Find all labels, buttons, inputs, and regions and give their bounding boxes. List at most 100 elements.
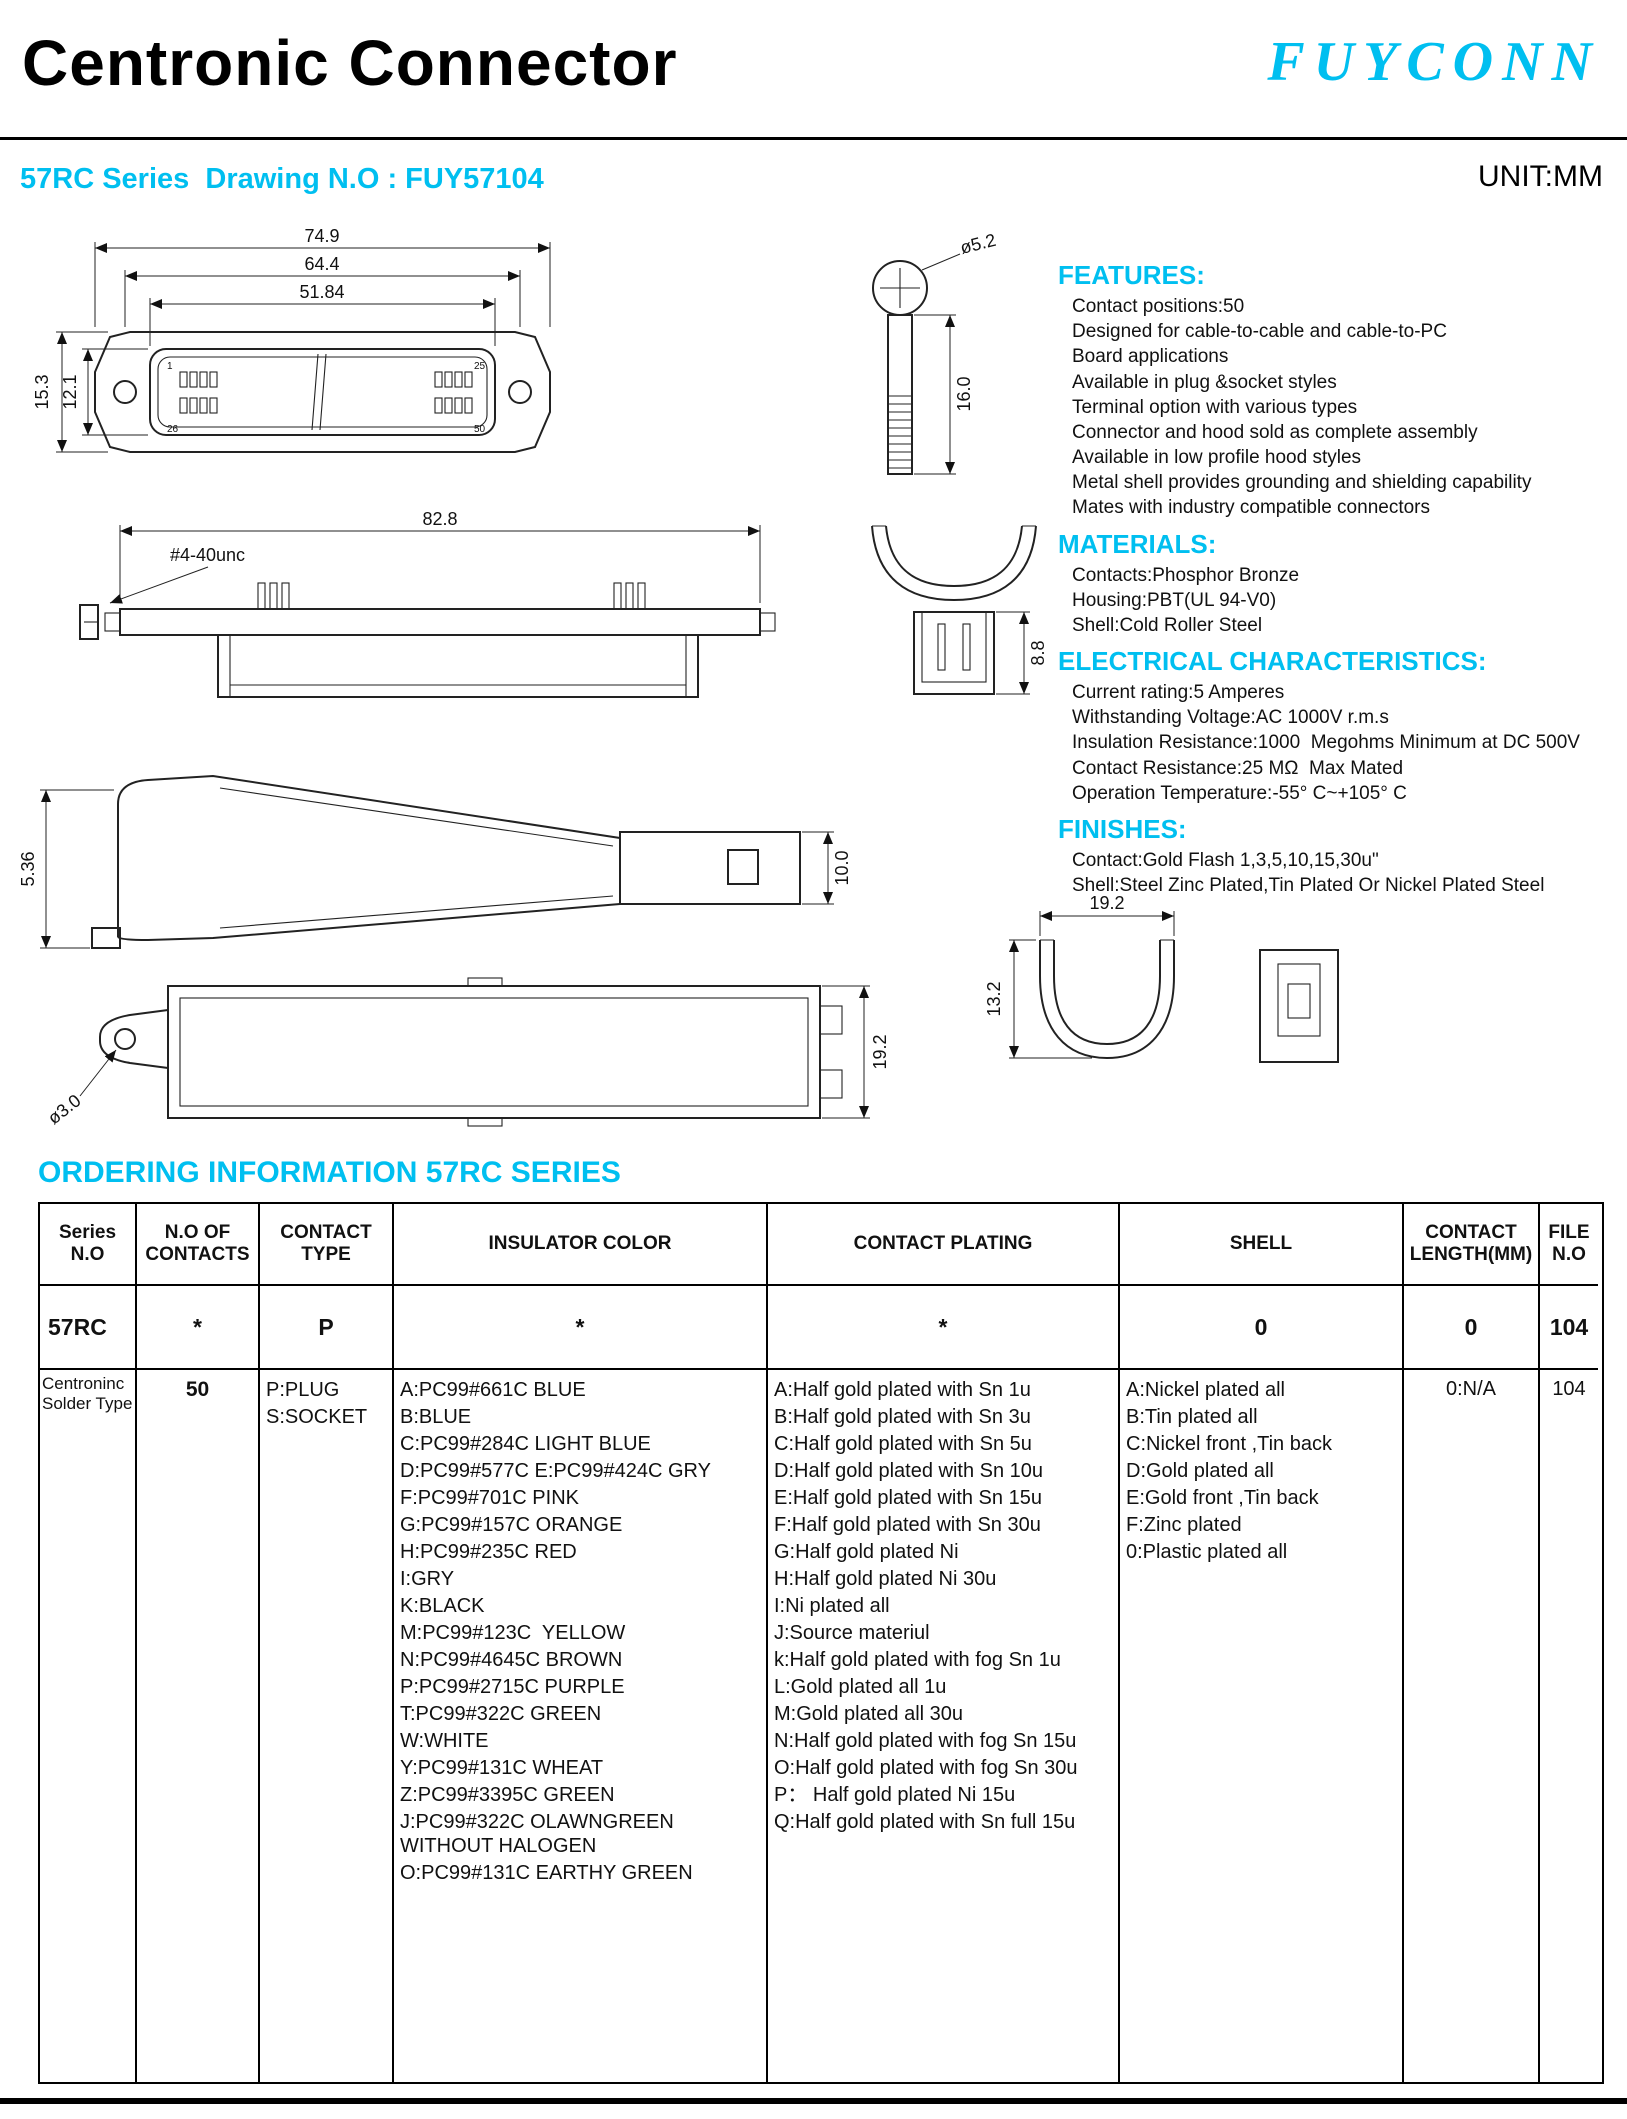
col-header-contact-length: CONTACT LENGTH(MM) <box>1404 1204 1540 1286</box>
list-line: W:WHITE <box>400 1730 489 1752</box>
brand-logo: FUYCONN <box>1267 31 1601 93</box>
list-line: A:Nickel plated all <box>1126 1379 1285 1401</box>
code-contact-length: 0 <box>1404 1286 1540 1370</box>
col-header-series: Series N.O <box>40 1204 137 1286</box>
list-line: E:Half gold plated with Sn 15u <box>774 1487 1042 1509</box>
detail-contact-length: 0:N/A <box>1404 1370 1540 2082</box>
dim-hole-diameter: ø3.0 <box>44 1049 117 1128</box>
cable-clamp <box>1039 940 1175 1060</box>
footer-divider <box>0 2098 1627 2104</box>
col-header-contact-plating: CONTACT PLATING <box>768 1204 1120 1286</box>
plug-body <box>217 634 699 698</box>
list-line: E:Gold front ,Tin back <box>1126 1487 1319 1509</box>
flange <box>119 608 761 636</box>
list-line: C:Half gold plated with Sn 5u <box>774 1433 1032 1455</box>
list-line: H:Half gold plated Ni 30u <box>774 1568 997 1590</box>
dimension-label: 51.84 <box>299 282 344 302</box>
list-line: Operation Temperature:-55° C~+105° C <box>1072 782 1407 804</box>
latch-part <box>1259 949 1339 1063</box>
code-contact-type: P <box>260 1286 394 1370</box>
header-divider <box>0 137 1627 140</box>
pin-number-26: 26 <box>167 424 179 435</box>
list-line: P： Half gold plated Ni 15u <box>774 1784 1016 1806</box>
dim-insert-width: 51.84 <box>149 282 496 346</box>
ordering-table: Series N.O N.O OF CONTACTS CONTACT TYPE … <box>38 1202 1604 2084</box>
table-header-row: Series N.O N.O OF CONTACTS CONTACT TYPE … <box>40 1204 1602 1286</box>
hood-side-outline <box>91 774 801 949</box>
dimension-label: 12.1 <box>60 374 80 409</box>
features-heading: FEATURES: <box>1058 260 1205 290</box>
dimension-label: 10.0 <box>832 850 852 885</box>
hood-end-view-drawing: 8.8 <box>871 525 1048 695</box>
hood-bottom-outline <box>99 977 843 1127</box>
list-line: Terminal option with various types <box>1072 396 1358 418</box>
detail-contact-type: P:PLUG S:SOCKET <box>260 1370 394 2082</box>
list-line: P:PLUG <box>266 1379 340 1401</box>
list-line: Contacts:Phosphor Bronze <box>1072 564 1300 586</box>
list-line: Withstanding Voltage:AC 1000V r.m.s <box>1072 707 1389 729</box>
pin-number-50: 50 <box>474 424 486 435</box>
code-contacts: * <box>137 1286 260 1370</box>
cable-clamp-outline <box>1039 939 1175 1060</box>
list-line: 0:Plastic plated all <box>1126 1541 1288 1563</box>
list-line: C:PC99#284C LIGHT BLUE <box>400 1433 651 1455</box>
dim-screw-diameter: ø5.2 <box>921 230 998 271</box>
dim-overall-length: 82.8 <box>119 509 761 603</box>
list-line: B:BLUE <box>400 1406 472 1428</box>
dim-clip-width: 19.2 <box>1039 893 1175 936</box>
list-line: Board applications <box>1072 346 1229 368</box>
list-line: D:Half gold plated with Sn 10u <box>774 1460 1044 1482</box>
list-line: M:PC99#123C YELLOW <box>400 1622 626 1644</box>
hood-body <box>167 985 821 1119</box>
dimension-label: 82.8 <box>422 509 457 529</box>
mounting-hole-right <box>508 380 532 404</box>
code-contact-plating: * <box>768 1286 1120 1370</box>
thread-callout: #4-40unc <box>109 545 245 604</box>
electrical-heading: ELECTRICAL CHARACTERISTICS: <box>1058 646 1487 677</box>
list-line: O:PC99#131C EARTHY GREEN <box>400 1862 693 1884</box>
list-line: Designed for cable-to-cable and cable-to… <box>1072 321 1447 343</box>
list-line: T:PC99#322C GREEN <box>400 1703 602 1725</box>
dim-overall-width: 74.9 <box>94 226 551 327</box>
dim-hood-width: 19.2 <box>822 985 890 1119</box>
connector-front-outline <box>94 331 551 453</box>
mounting-ear <box>99 1009 169 1069</box>
connector-body <box>94 331 551 453</box>
col-header-insulator-color: INSULATOR COLOR <box>394 1204 768 1286</box>
order-code-row: 57RC * P * * 0 0 104 <box>40 1286 1602 1370</box>
list-line: Z:PC99#3395C GREEN <box>400 1784 615 1806</box>
ordering-heading: ORDERING INFORMATION 57RC SERIES <box>38 1156 621 1189</box>
code-insulator-color: * <box>394 1286 768 1370</box>
list-line: B:Tin plated all <box>1126 1406 1258 1428</box>
list-line: Shell:Cold Roller Steel <box>1072 614 1263 636</box>
list-line: Contact positions:50 <box>1072 296 1245 317</box>
clip-drawing: 19.2 13.2 <box>984 893 1339 1063</box>
plug-side-view-drawing: 82.8 #4-40unc <box>79 509 776 698</box>
ear-hole <box>114 1028 136 1050</box>
contact-pins <box>179 353 473 431</box>
thread-label: #4-40unc <box>170 545 245 565</box>
list-line: S:SOCKET <box>266 1406 368 1428</box>
list-line: F:Half gold plated with Sn 30u <box>774 1514 1041 1536</box>
dimension-label: 74.9 <box>304 226 339 246</box>
front-view-drawing: 1 25 26 50 74.9 64.4 51.84 15.3 12.1 <box>32 226 551 453</box>
list-line: M:Gold plated all 30u <box>774 1703 964 1725</box>
list-line: Mates with industry compatible connector… <box>1072 497 1430 519</box>
finishes-list: Contact:Gold Flash 1,3,5,10,15,30u"Shell… <box>1058 849 1624 897</box>
list-line: G:Half gold plated Ni <box>774 1541 959 1563</box>
detail-file-no: 104 <box>1552 1378 1586 1400</box>
latch-part-outline <box>1259 949 1339 1063</box>
list-line: G:PC99#157C ORANGE <box>400 1514 623 1536</box>
dim-port-height: 10.0 <box>802 831 852 905</box>
list-line: J:Source materiul <box>774 1622 930 1644</box>
list-line: D:PC99#577C E:PC99#424C GRY <box>400 1460 711 1482</box>
list-line: Insulation Resistance:1000 Megohms Minim… <box>1072 732 1580 754</box>
col-header-shell: SHELL <box>1120 1204 1404 1286</box>
code-shell: 0 <box>1120 1286 1404 1370</box>
